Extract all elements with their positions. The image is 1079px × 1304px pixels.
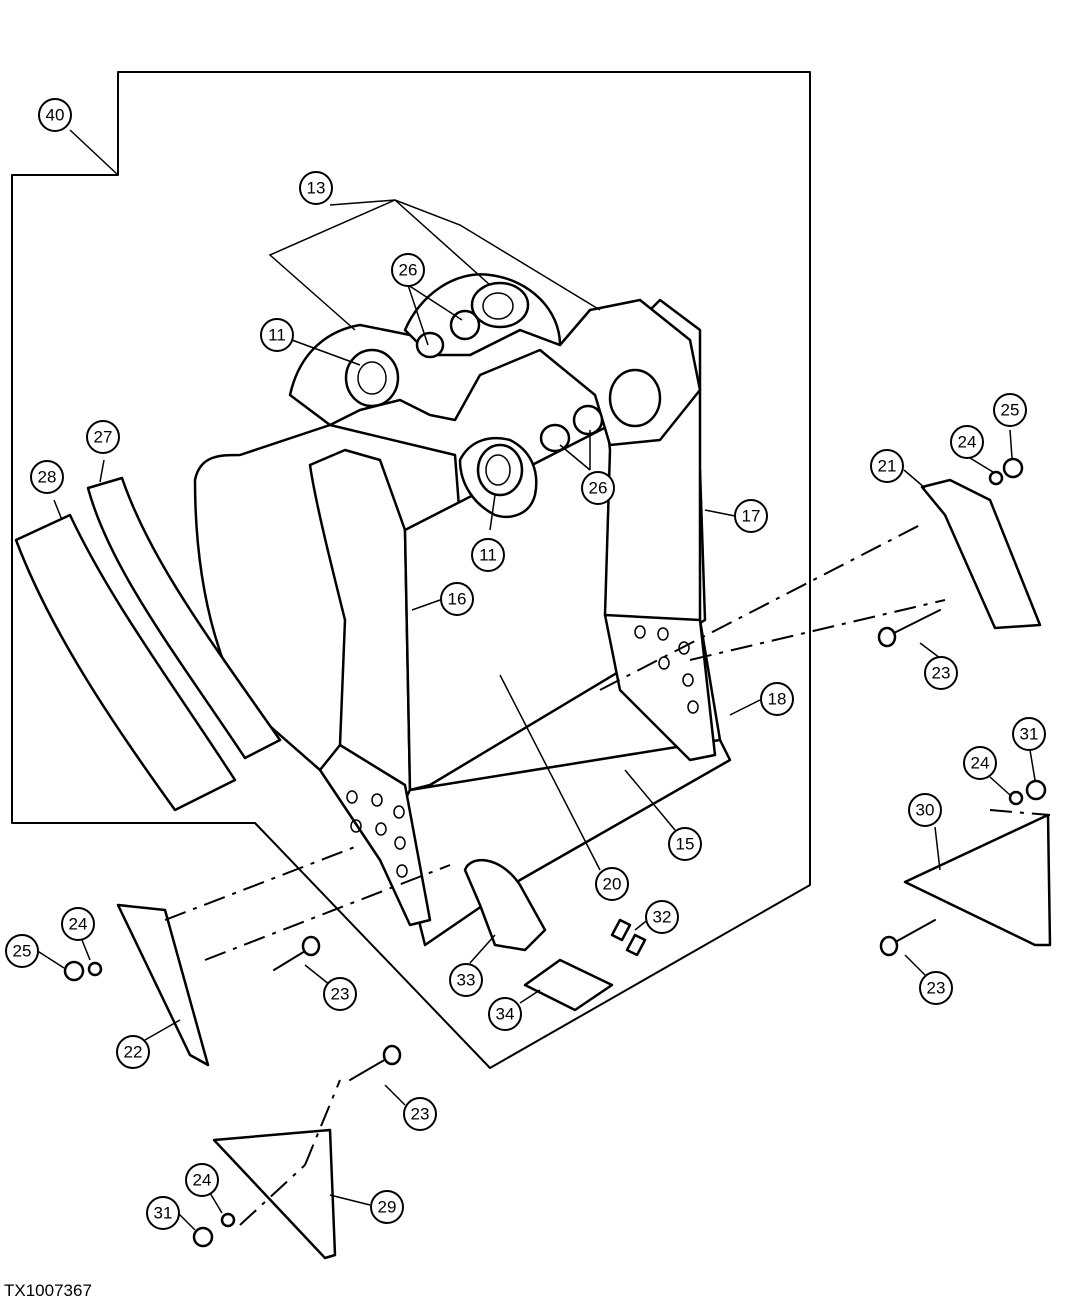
callout-23: 23 <box>919 971 953 1005</box>
svg-text:17: 17 <box>742 507 761 526</box>
callout-26: 26 <box>391 253 425 287</box>
tooth-33 <box>463 858 547 952</box>
callout-21: 21 <box>870 449 904 483</box>
svg-text:25: 25 <box>13 942 32 961</box>
callout-13: 13 <box>299 171 333 205</box>
svg-text:24: 24 <box>958 433 977 452</box>
svg-text:18: 18 <box>768 690 787 709</box>
svg-text:24: 24 <box>69 915 88 934</box>
svg-text:30: 30 <box>916 801 935 820</box>
callout-20: 20 <box>595 867 629 901</box>
figure-id-label: TX1007367 <box>4 1281 92 1300</box>
svg-text:24: 24 <box>193 1171 212 1190</box>
callout-32: 32 <box>645 900 679 934</box>
svg-text:13: 13 <box>307 179 326 198</box>
svg-text:28: 28 <box>38 468 57 487</box>
kit-boundary-outline <box>11 71 811 1069</box>
svg-text:26: 26 <box>399 261 418 280</box>
leader-lines <box>35 129 1036 1231</box>
nuts-washers <box>63 457 1047 1248</box>
callout-24: 24 <box>185 1163 219 1197</box>
svg-text:26: 26 <box>589 479 608 498</box>
callout-22: 22 <box>116 1035 150 1069</box>
callout-26: 26 <box>581 471 615 505</box>
callout-11: 11 <box>471 538 505 572</box>
callout-23: 23 <box>403 1097 437 1131</box>
assembly-centerlines <box>164 524 1051 1226</box>
callout-31: 31 <box>146 1196 180 1230</box>
callout-40: 40 <box>38 98 72 132</box>
svg-text:33: 33 <box>457 971 476 990</box>
callout-27: 27 <box>86 420 120 454</box>
callout-15: 15 <box>668 827 702 861</box>
callout-23: 23 <box>924 656 958 690</box>
svg-text:23: 23 <box>411 1105 430 1124</box>
callout-24: 24 <box>963 746 997 780</box>
svg-text:40: 40 <box>46 106 65 125</box>
wear-strip-28 <box>14 513 237 812</box>
bolts-23 <box>273 609 941 1081</box>
callout-34: 34 <box>488 997 522 1031</box>
callout-11: 11 <box>260 318 294 352</box>
svg-text:29: 29 <box>378 1198 397 1217</box>
callout-17: 17 <box>734 499 768 533</box>
svg-text:23: 23 <box>932 664 951 683</box>
svg-text:15: 15 <box>676 835 695 854</box>
callout-23: 23 <box>323 977 357 1011</box>
svg-text:23: 23 <box>927 979 946 998</box>
svg-text:34: 34 <box>496 1005 515 1024</box>
callout-18: 18 <box>760 682 794 716</box>
side-cutter-22 <box>116 903 210 1067</box>
svg-text:23: 23 <box>331 985 350 1004</box>
svg-text:16: 16 <box>448 590 467 609</box>
callout-25: 25 <box>993 393 1027 427</box>
svg-text:31: 31 <box>154 1204 173 1223</box>
svg-text:32: 32 <box>653 908 672 927</box>
svg-text:21: 21 <box>878 457 897 476</box>
callout-29: 29 <box>370 1190 404 1224</box>
svg-text:11: 11 <box>479 546 497 565</box>
callout-31: 31 <box>1012 717 1046 751</box>
svg-text:22: 22 <box>124 1043 143 1062</box>
shroud-34 <box>523 958 614 1012</box>
callout-25: 25 <box>5 934 39 968</box>
svg-text:20: 20 <box>603 875 622 894</box>
wear-strip-27 <box>86 476 282 760</box>
bucket-body <box>193 298 732 947</box>
callout-28: 28 <box>30 460 64 494</box>
side-plate-holes <box>346 625 699 878</box>
callout-24: 24 <box>61 907 95 941</box>
callout-30: 30 <box>908 793 942 827</box>
callout-24: 24 <box>950 425 984 459</box>
side-cutter-21 <box>920 478 1042 630</box>
svg-text:31: 31 <box>1020 725 1039 744</box>
callout-16: 16 <box>440 582 474 616</box>
svg-text:11: 11 <box>268 326 286 345</box>
svg-text:25: 25 <box>1001 401 1020 420</box>
side-shroud-30 <box>903 813 1052 947</box>
svg-text:24: 24 <box>971 754 990 773</box>
svg-text:27: 27 <box>94 428 113 447</box>
callout-33: 33 <box>449 963 483 997</box>
